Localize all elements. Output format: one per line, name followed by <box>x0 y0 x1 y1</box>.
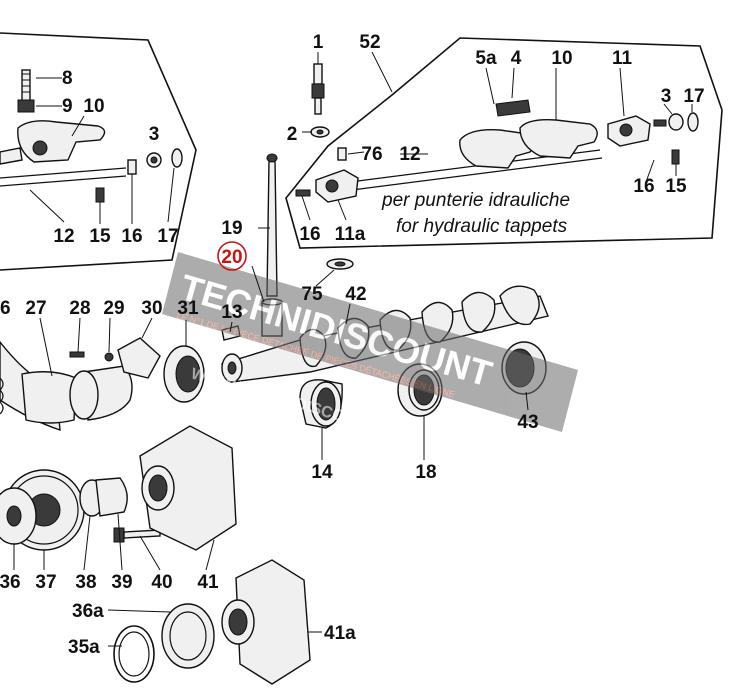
leader-lines <box>13 51 693 647</box>
label-15-left: 15 <box>89 226 111 247</box>
circlip-35a <box>113 625 155 683</box>
label-4: 4 <box>511 48 522 69</box>
bushing-31 <box>163 345 205 403</box>
label-5a: 5a <box>475 48 497 69</box>
label-3-right: 3 <box>661 86 672 107</box>
label-28: 28 <box>69 298 90 319</box>
label-13: 13 <box>221 302 242 323</box>
note-line-2: for hydraulic tappets <box>396 216 568 237</box>
label-20: 20 <box>221 247 242 268</box>
label-8: 8 <box>62 68 73 89</box>
label-15-right: 15 <box>665 176 687 197</box>
label-2: 2 <box>287 124 298 145</box>
label-52: 52 <box>359 32 380 53</box>
bushing-14 <box>299 379 343 429</box>
label-35a: 35a <box>68 637 100 658</box>
label-12-right: 12 <box>399 144 420 165</box>
label-10-right: 10 <box>551 48 572 69</box>
cover-41 <box>139 425 237 551</box>
label-39: 39 <box>111 572 132 593</box>
label-76: 76 <box>361 144 382 165</box>
hub-38-39 <box>79 477 128 517</box>
push-rod-assembly <box>310 63 330 138</box>
label-31: 31 <box>177 298 199 319</box>
label-14: 14 <box>311 462 333 483</box>
label-11: 11 <box>612 48 633 69</box>
label-42: 42 <box>345 284 366 305</box>
label-9: 9 <box>62 96 73 117</box>
label-38: 38 <box>75 572 96 593</box>
label-29: 29 <box>103 298 124 319</box>
label-75: 75 <box>301 284 323 305</box>
flange-30 <box>117 337 161 379</box>
pushrod-19 <box>266 153 278 297</box>
label-17-right: 17 <box>683 86 704 107</box>
label-41a: 41a <box>324 623 356 644</box>
left-inset-panel <box>0 32 197 271</box>
label-11a: 11a <box>335 224 366 245</box>
label-6: 6 <box>0 298 11 319</box>
bearing-assembly <box>0 337 161 432</box>
label-36: 36 <box>0 572 21 593</box>
label-43: 43 <box>517 412 538 433</box>
label-36a: 36a <box>72 601 104 622</box>
label-40: 40 <box>151 572 172 593</box>
cover-41a <box>221 559 311 685</box>
label-16-middle: 16 <box>299 224 320 245</box>
label-30: 30 <box>141 298 162 319</box>
note-line-1: per punterie idrauliche <box>381 190 570 211</box>
label-1: 1 <box>313 32 324 53</box>
label-12-left: 12 <box>53 226 74 247</box>
callout-labels: 1 52 5a 4 10 11 3 17 76 12 16 15 2 11a 1… <box>0 32 705 658</box>
highlight-circle <box>217 241 247 271</box>
label-17-left: 17 <box>157 226 178 247</box>
label-10-left: 10 <box>83 96 104 117</box>
label-41: 41 <box>197 572 219 593</box>
nut-9 <box>17 99 35 113</box>
label-19: 19 <box>221 218 242 239</box>
label-27: 27 <box>25 298 46 319</box>
label-3-left: 3 <box>149 124 160 145</box>
rocker-arm-left <box>17 120 106 163</box>
washer-36a <box>161 603 215 669</box>
label-18: 18 <box>415 462 436 483</box>
label-37: 37 <box>35 572 56 593</box>
label-16-right: 16 <box>633 176 654 197</box>
right-inset-panel <box>285 37 723 249</box>
label-16-left: 16 <box>121 226 142 247</box>
washer-36 <box>0 487 37 545</box>
